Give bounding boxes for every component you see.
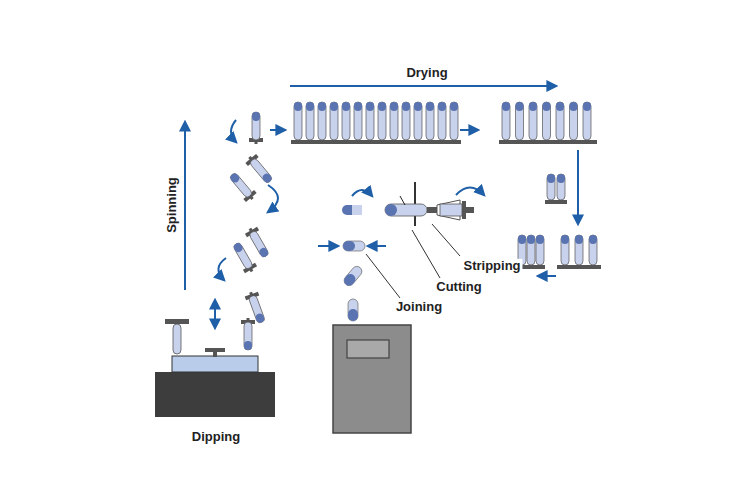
mold-pin [378, 102, 386, 144]
mold-pin [516, 102, 524, 144]
leader-line [432, 224, 460, 256]
mold-pin [252, 112, 260, 144]
collecting-machine [333, 325, 411, 433]
mold-pin [561, 235, 569, 269]
mold-pin [173, 324, 181, 354]
pin-bar [205, 348, 225, 352]
mold-pin [402, 102, 410, 144]
mold-pin [589, 235, 597, 269]
rotate-arrow [231, 120, 236, 142]
process-step-label: Joining [394, 300, 444, 314]
dipping-bath [172, 356, 258, 372]
mold-pin [529, 102, 537, 144]
mold-pin [342, 102, 350, 144]
pin-bar [291, 140, 461, 144]
mold-pin [294, 102, 302, 144]
pin-bar [557, 265, 601, 269]
leader-line [412, 230, 440, 278]
capsule [343, 241, 365, 251]
join-arrow [318, 245, 338, 247]
mold-pin [390, 102, 398, 144]
capsule-part [352, 205, 362, 215]
leader-line [366, 254, 400, 298]
capsule-part [342, 205, 362, 215]
rotate-arrow [352, 190, 372, 196]
mold-pin [366, 102, 374, 144]
join-arrow [368, 245, 386, 247]
flow-arrow [270, 129, 285, 131]
rotate-arrow [456, 188, 484, 196]
rotate-arrow [218, 258, 226, 280]
pin-stem [466, 207, 474, 213]
machine-window [347, 340, 389, 358]
mold-pin [570, 102, 578, 144]
capsule [348, 299, 358, 321]
pin-bar [165, 319, 189, 324]
process-step-label: Dipping [190, 430, 242, 444]
capsule [342, 264, 364, 287]
mold-pin [556, 102, 564, 144]
mold-pin [247, 291, 265, 324]
capsule-part [343, 241, 355, 251]
process-step-label: Drying [404, 66, 449, 80]
mold-pin [246, 154, 273, 184]
process-step-label: Spinning [165, 175, 179, 235]
mold-pin [450, 102, 458, 144]
mold-pin [543, 102, 551, 144]
mold-pin [438, 102, 446, 144]
mold-pin [306, 102, 314, 144]
flow-arrow [577, 150, 579, 224]
spacer [378, 218, 404, 219]
mold-pins [229, 102, 601, 350]
mold-pin [354, 102, 362, 144]
dip-arrow [214, 300, 216, 328]
mold-pin [575, 235, 583, 269]
process-step-label: Cutting [434, 280, 483, 294]
dipping-tank-base [155, 372, 275, 417]
cut-mark [400, 196, 405, 205]
capsule-part [385, 204, 397, 216]
mold-pin [583, 102, 591, 144]
mold-pin [330, 102, 338, 144]
spinning-arrow [184, 122, 186, 290]
capsule-on-pin [440, 204, 462, 216]
capsule-on-pin [385, 204, 427, 216]
mold-pin [536, 235, 544, 269]
mold-pin [244, 318, 252, 350]
pin-stem [213, 352, 217, 357]
pin-cap [462, 201, 466, 219]
pin-bar [545, 200, 567, 204]
mold-pin [557, 174, 565, 204]
mold-pin [247, 227, 270, 259]
flow-arrow [538, 275, 556, 277]
mold-pin [233, 242, 256, 274]
mold-pin [414, 102, 422, 144]
mold-pin [426, 102, 434, 144]
mold-pin [547, 174, 555, 204]
process-step-label: Stripping [461, 259, 522, 273]
mold-pin [318, 102, 326, 144]
mold-pin [229, 172, 256, 202]
rotate-arrow [268, 185, 278, 212]
pin-bar [499, 140, 597, 144]
flow-arrow [460, 129, 478, 131]
mold-pin [502, 102, 510, 144]
mold-pin [527, 235, 535, 269]
drying-arrow [290, 85, 556, 87]
